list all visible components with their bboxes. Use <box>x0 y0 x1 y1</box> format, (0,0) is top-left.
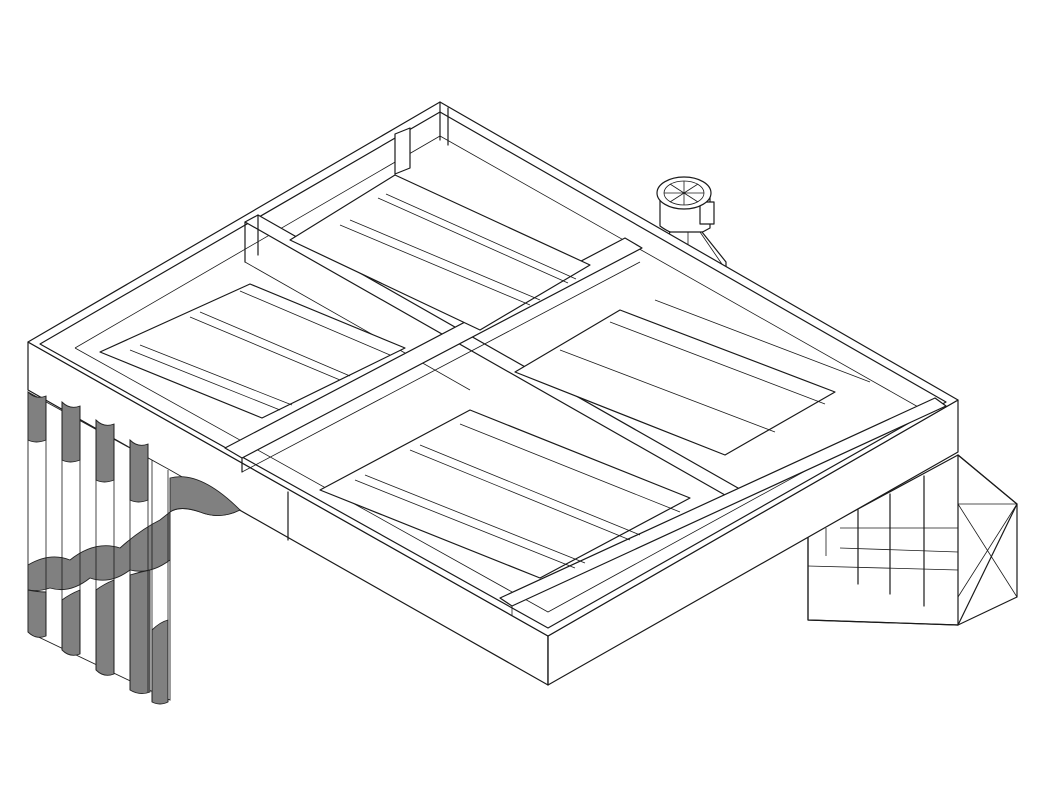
rear-duct <box>807 454 1018 626</box>
roof-panel-front <box>319 409 691 579</box>
roof-panel-left <box>99 283 406 419</box>
roof-panel-right <box>514 299 871 456</box>
roof-panel-back <box>289 174 591 331</box>
side-curtain <box>27 390 241 705</box>
